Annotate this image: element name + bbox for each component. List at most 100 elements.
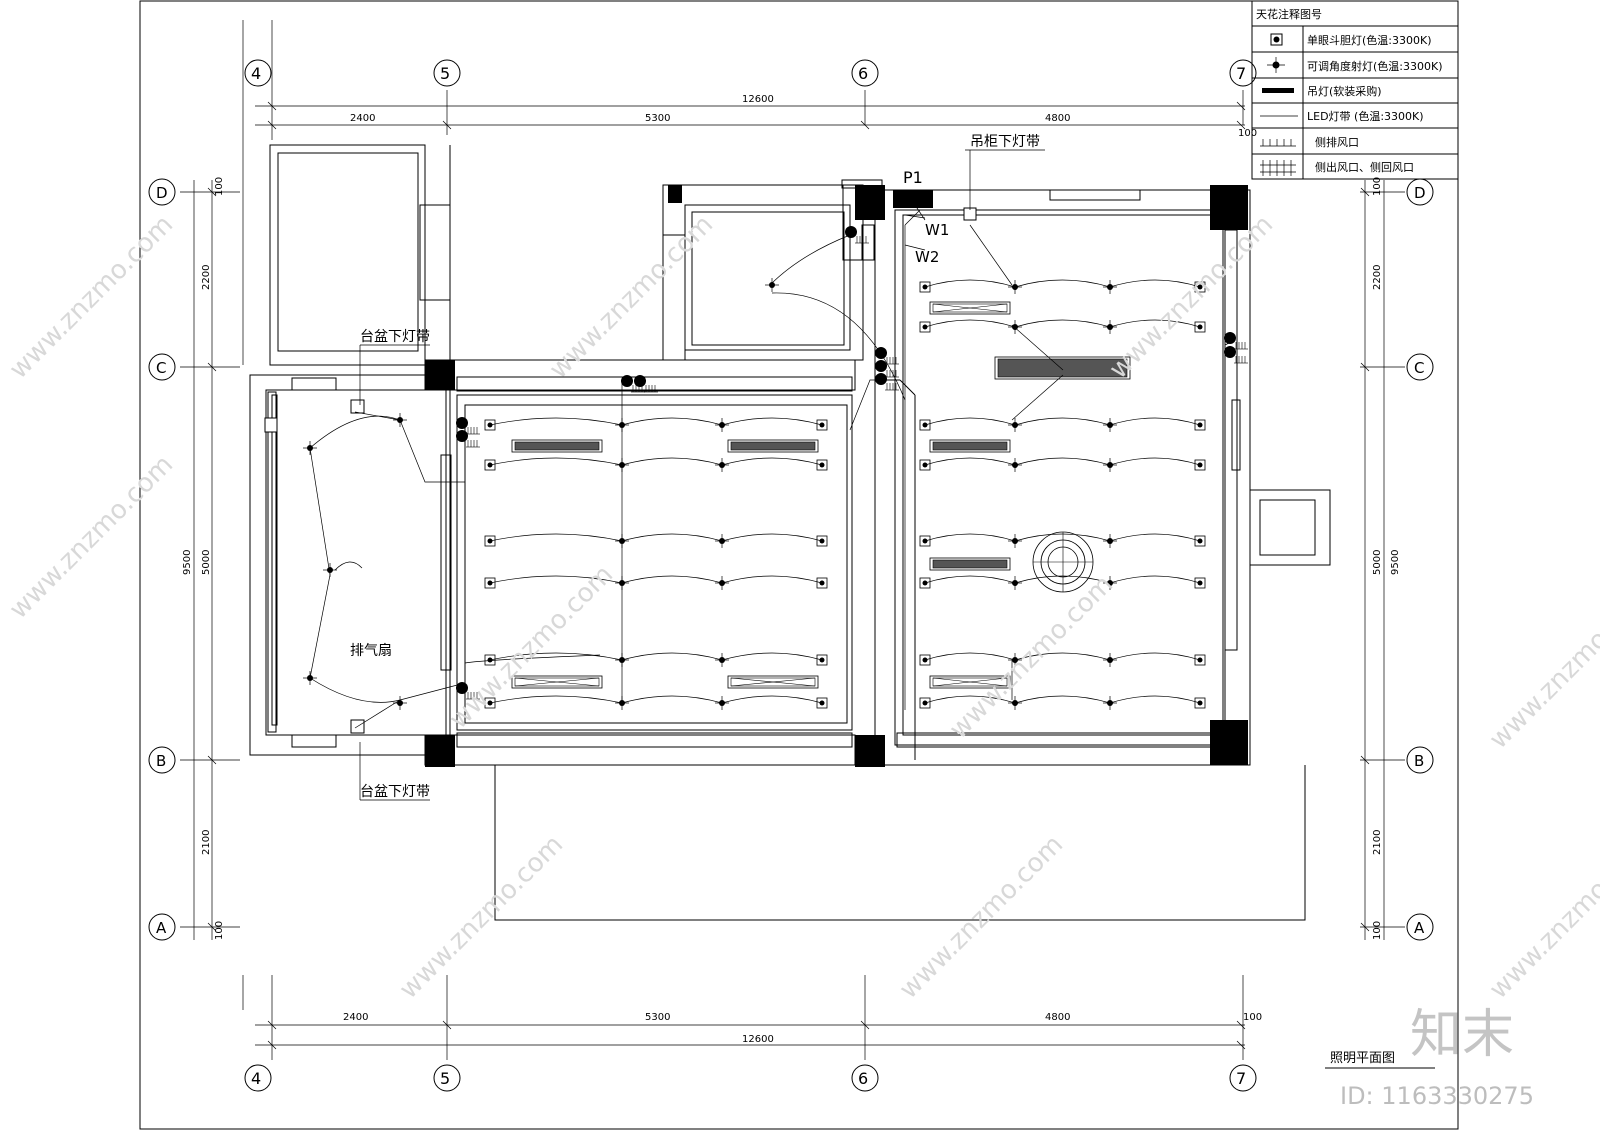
wire-arc <box>924 457 1016 466</box>
annotations <box>359 149 1045 801</box>
wire-arc <box>924 279 1016 288</box>
axis-label-col-6-top: 6 <box>858 64 868 83</box>
label-circuit-w2: W2 <box>915 248 939 266</box>
side-supply-icon <box>1260 160 1296 176</box>
switch-icon <box>456 682 480 700</box>
svg-text:www.znzmo.com: www.znzmo.com <box>4 210 179 385</box>
wire-arc <box>924 319 1016 328</box>
axis-label-col-7-bottom: 7 <box>1236 1069 1246 1088</box>
dim-bottom-4800: 4800 <box>1045 1012 1070 1023</box>
wire-arc <box>1014 575 1111 584</box>
wire-arc <box>924 695 1016 704</box>
strip-lights <box>511 301 1131 689</box>
switch-icon <box>875 347 899 365</box>
axis-label-row-d-right: D <box>1414 184 1426 202</box>
wire-arc <box>721 533 823 542</box>
svg-text:www.znzmo.com: www.znzmo.com <box>1484 580 1600 755</box>
dim-left-100a: 100 <box>214 177 225 196</box>
walls <box>249 144 1331 921</box>
wire-arc <box>721 652 823 661</box>
svg-text:www.znzmo.com: www.znzmo.com <box>4 450 179 625</box>
wire-arc <box>1014 533 1111 542</box>
wire-arc <box>1014 457 1111 466</box>
label-cabinet-strip: 吊柜下灯带 <box>970 134 1040 150</box>
dim-top-4800: 4800 <box>1045 113 1070 124</box>
wire-arc <box>489 533 623 542</box>
switch-icon <box>1224 332 1248 350</box>
strip-light-icon <box>511 439 603 453</box>
wire-arc <box>1109 652 1201 661</box>
wire-arc <box>1109 533 1201 542</box>
svg-text:www.znzmo.com: www.znzmo.com <box>894 830 1069 1005</box>
dim-left-2100: 2100 <box>201 830 212 855</box>
wire-arc <box>1109 575 1201 584</box>
wire-arc <box>1109 319 1201 328</box>
dim-right-5000: 5000 <box>1372 550 1383 575</box>
strip-light-icon <box>929 675 1011 689</box>
spotlight-icon <box>1267 57 1285 73</box>
svg-text:www.znzmo.com: www.znzmo.com <box>1104 210 1279 385</box>
legend-item-downlight: 单眼斗胆灯(色温:3300K) <box>1307 33 1432 47</box>
legend-title: 天花注释图号 <box>1256 7 1322 21</box>
dim-left-2200: 2200 <box>201 265 212 290</box>
dim-top-100: 100 <box>1238 128 1257 139</box>
switch-icon <box>456 417 480 435</box>
wire-arc <box>924 417 1016 426</box>
dim-right-total: 9500 <box>1390 550 1401 575</box>
label-basin-strip-bottom: 台盆下灯带 <box>360 784 430 800</box>
downlight-icon <box>1270 33 1283 46</box>
switch-icon <box>634 375 658 393</box>
watermark-id: ID: 1163330275 <box>1340 1082 1534 1110</box>
dim-top-5300: 5300 <box>645 113 670 124</box>
svg-text:www.znzmo.com: www.znzmo.com <box>1484 830 1600 1005</box>
dim-right-100a: 100 <box>1372 177 1383 196</box>
wire-arc <box>924 575 1016 584</box>
axis-label-col-5-top: 5 <box>440 64 450 83</box>
wire-arc <box>621 457 723 466</box>
wire-arc <box>1014 279 1111 288</box>
strip-light-icon <box>994 356 1131 380</box>
wire-arc <box>489 457 623 466</box>
dim-bottom-2400: 2400 <box>343 1012 368 1023</box>
axis-label-row-d-left: D <box>156 184 168 202</box>
wire-arc <box>1109 279 1201 288</box>
bottom-dimension <box>255 1020 1246 1050</box>
wire-arc <box>489 652 623 661</box>
wire-arc <box>721 457 823 466</box>
wire-arc <box>721 417 823 426</box>
dim-bottom-total: 12600 <box>742 1034 774 1045</box>
left-dimension <box>193 180 217 940</box>
panel-box <box>895 193 930 206</box>
wire-arc <box>1014 417 1111 426</box>
dim-top-2400: 2400 <box>350 113 375 124</box>
label-circuit-w1: W1 <box>925 221 949 239</box>
dim-top-total: 12600 <box>742 94 774 105</box>
wire-arc <box>721 575 823 584</box>
axis-label-row-c-left: C <box>156 359 166 377</box>
svg-text:www.znzmo.com: www.znzmo.com <box>394 830 569 1005</box>
legend-item-side-supply: 侧出风口、侧回风口 <box>1315 160 1414 174</box>
strip-light-icon <box>929 557 1011 571</box>
wire-arc <box>621 695 723 704</box>
wire-arc <box>721 695 823 704</box>
strip-light-icon <box>727 439 819 453</box>
legend-table <box>1251 0 1459 180</box>
mirror-light-icon <box>264 417 278 433</box>
strip-light-icon <box>727 675 819 689</box>
wire-arc <box>489 695 623 704</box>
label-exhaust-fan: 排气扇 <box>350 643 392 659</box>
pendant-light-icon <box>1032 531 1094 593</box>
watermark-logo: 知末 <box>1410 1005 1514 1065</box>
dim-right-2100: 2100 <box>1372 830 1383 855</box>
axis-label-row-c-right: C <box>1414 359 1424 377</box>
axis-lines <box>180 20 1405 1060</box>
dim-left-100b: 100 <box>214 921 225 940</box>
label-panel-p1: P1 <box>903 168 923 187</box>
wire-arc <box>1014 652 1111 661</box>
wire-arc <box>489 575 623 584</box>
axis-label-col-4-bottom: 4 <box>251 1069 261 1088</box>
strip-light-icon <box>511 675 603 689</box>
legend-item-spotlight: 可调角度射灯(色温:3300K) <box>1307 59 1443 73</box>
wire-arc <box>924 652 1016 661</box>
